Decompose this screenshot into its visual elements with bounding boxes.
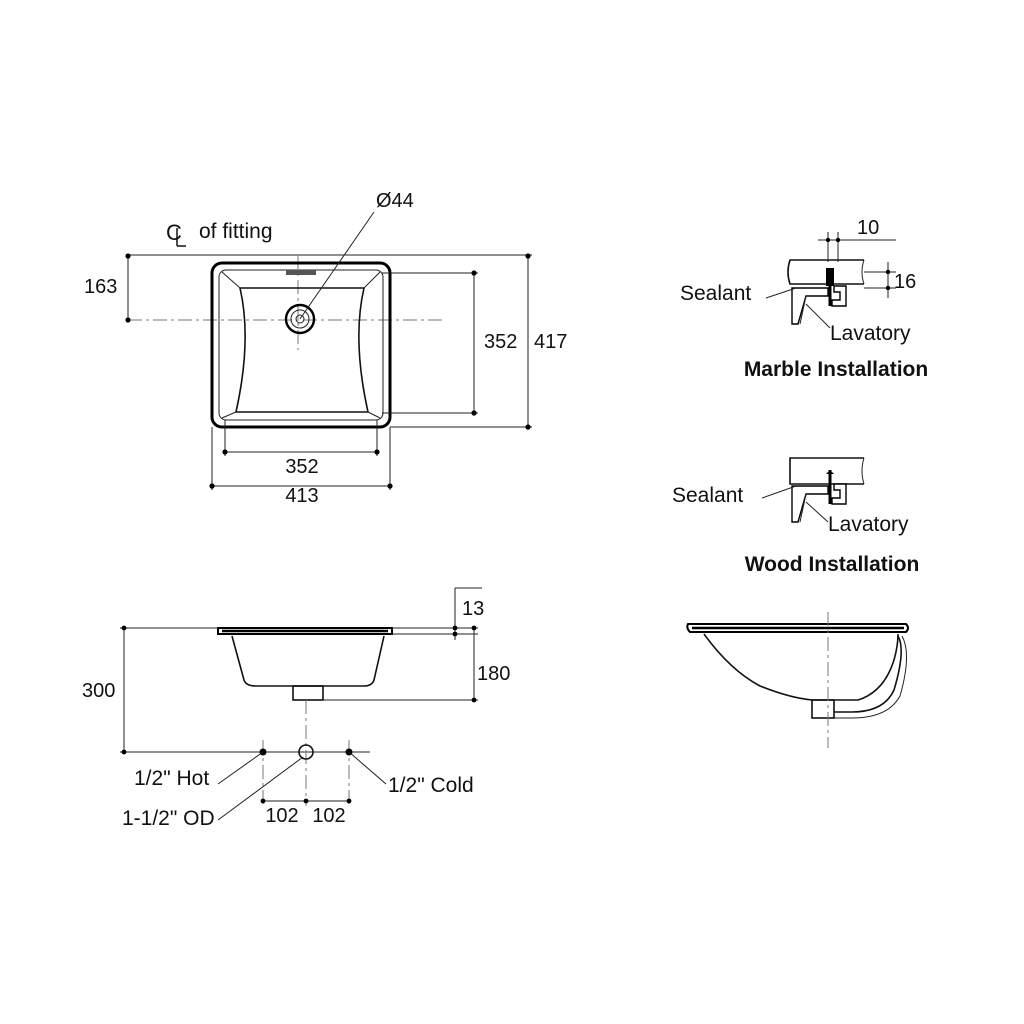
- dim-dot: [222, 449, 228, 455]
- dim-rim: 13: [462, 598, 484, 620]
- profile-bowl: [703, 633, 899, 701]
- dim-dot: [452, 625, 458, 631]
- dim-dot: [885, 285, 891, 291]
- bowl-corner: [363, 271, 381, 289]
- dim-dot: [452, 631, 458, 637]
- centerline-text: of fitting: [199, 220, 273, 243]
- marble-break-line: [861, 259, 865, 285]
- dim-dot: [525, 424, 531, 430]
- dim-dot: [471, 625, 477, 631]
- wood-title: Wood Installation: [745, 553, 920, 576]
- marble-lavatory-wall: [799, 295, 807, 325]
- dim-dot: [835, 237, 841, 243]
- drain-outer-ring: [284, 303, 316, 335]
- drain-leader: [299, 211, 375, 320]
- wood-counter-slab: [789, 457, 864, 485]
- overflow-slot: [286, 270, 316, 275]
- dim-inner-depth: 352: [484, 331, 517, 353]
- marble-lavatory-label: Lavatory: [830, 322, 911, 345]
- marble-title: Marble Installation: [744, 358, 928, 381]
- wood-lavatory-leader: [805, 501, 829, 523]
- profile-outlet: [811, 699, 835, 719]
- wood-sealant-label: Sealant: [672, 484, 743, 507]
- wood-sealant-leader: [761, 485, 797, 499]
- profile-overflow-channel: [834, 635, 902, 713]
- wood-screw-tip: [826, 470, 834, 474]
- marble-lavatory-rim: [791, 287, 829, 325]
- wood-installation-detail: Sealant Lavatory Wood Installation: [672, 457, 920, 576]
- dim-dot: [471, 697, 477, 703]
- cold-label: 1/2" Cold: [388, 774, 474, 797]
- dim-dot: [374, 449, 380, 455]
- dim-dot: [525, 253, 531, 259]
- front-view: 13 180 300 1/2" Hot 1/2" Cold 1-1/2" OD …: [82, 587, 510, 830]
- drain-hole: [295, 314, 305, 324]
- marble-installation-detail: 10 16 Sealant Lavatory Marble Installati…: [680, 217, 928, 381]
- drain-label: Ø44: [376, 190, 414, 212]
- dim-inner-width: 352: [285, 456, 318, 478]
- marble-counter-slab: [787, 259, 864, 285]
- drain-inner-ring: [290, 309, 310, 329]
- dim-cold-spacing: 102: [312, 805, 345, 827]
- marble-sealant-label: Sealant: [680, 282, 751, 305]
- dim-dot: [260, 798, 266, 804]
- dim-outer-width: 413: [285, 485, 318, 507]
- centerline-c: C: [166, 220, 182, 245]
- marble-clip: [831, 285, 847, 307]
- outlet-label: 1-1/2" OD: [122, 807, 215, 830]
- wood-lavatory-label: Lavatory: [828, 513, 909, 536]
- cold-leader: [348, 751, 387, 785]
- marble-anchor: [826, 268, 834, 286]
- hot-leader: [217, 751, 264, 785]
- centerline-symbol: C: [166, 220, 186, 247]
- side-profile-view: [686, 612, 909, 748]
- dim-bowl-height: 180: [477, 663, 510, 685]
- marble-dim-offset: 10: [857, 217, 879, 239]
- front-outlet: [292, 685, 324, 701]
- outlet-leader: [217, 756, 304, 821]
- dim-hot-spacing: 102: [265, 805, 298, 827]
- marble-dim-thickness: 16: [894, 271, 916, 293]
- dim-dot: [303, 798, 309, 804]
- basin-outer-rim: [210, 261, 392, 429]
- front-bowl: [231, 635, 385, 687]
- marble-sealant-leader: [765, 287, 797, 299]
- dim-outer-depth: 417: [534, 331, 567, 353]
- outlet-circle: [298, 744, 314, 760]
- dim-dot: [346, 798, 352, 804]
- dim-dot: [121, 749, 127, 755]
- dim-dot: [471, 410, 477, 416]
- wood-break-line: [861, 457, 865, 485]
- profile-overflow-outer: [834, 635, 907, 719]
- dim-dot: [209, 483, 215, 489]
- dim-dot: [387, 483, 393, 489]
- top-view: C of fitting 163 Ø44 352: [84, 190, 567, 507]
- bowl-corner: [367, 411, 381, 419]
- hot-label: 1/2" Hot: [134, 767, 209, 790]
- dim-total-height: 300: [82, 680, 115, 702]
- wood-clip: [831, 483, 847, 505]
- bowl-corner: [221, 271, 241, 289]
- bowl-corner: [221, 411, 237, 419]
- dim-dot: [125, 253, 131, 259]
- dim-center-offset: 163: [84, 276, 117, 298]
- dim-dot: [125, 317, 131, 323]
- dim-dot: [825, 237, 831, 243]
- dim-dot: [121, 625, 127, 631]
- dim-dot: [885, 269, 891, 275]
- marble-lavatory-leader: [805, 303, 831, 329]
- bowl-outline: [235, 287, 369, 413]
- wood-lavatory-wall: [799, 493, 807, 523]
- dim-dot: [471, 270, 477, 276]
